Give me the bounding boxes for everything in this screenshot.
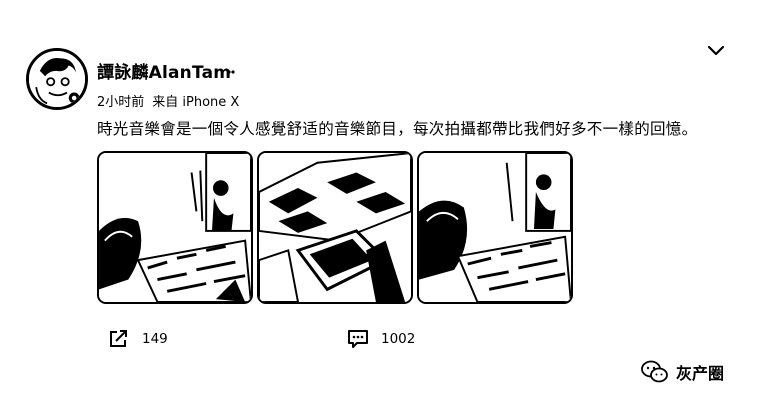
post-meta: 2小时前来自 iPhone X — [97, 91, 239, 110]
post-source[interactable]: 来自 iPhone X — [152, 95, 240, 110]
share-icon — [110, 330, 127, 347]
comment-button[interactable]: 1002 — [347, 327, 415, 351]
verified-icon — [227, 70, 235, 74]
share-button[interactable]: 149 — [108, 327, 168, 351]
author-name[interactable]: 譚詠麟AlanTam — [97, 63, 232, 83]
photo-1-image — [99, 153, 251, 302]
comment-count: 1002 — [381, 331, 416, 347]
watermark: 灰产圈 — [640, 359, 724, 385]
post-photo-3[interactable] — [417, 151, 573, 304]
photo-2-image — [259, 153, 411, 302]
post-photo-1[interactable] — [97, 151, 253, 304]
photo-3-image — [419, 153, 571, 302]
wechat-icon — [641, 360, 668, 383]
avatar[interactable] — [26, 48, 88, 110]
chevron-down-icon[interactable] — [707, 45, 725, 57]
post-time: 2小时前 — [97, 95, 145, 110]
share-count: 149 — [142, 331, 168, 347]
post-text: 時光音樂會是一個令人感覺舒适的音樂節目，每次拍攝都帶比我們好多不一樣的回憶。 — [97, 120, 698, 138]
comment-icon — [348, 330, 368, 348]
watermark-text: 灰产圈 — [676, 364, 725, 383]
avatar-image — [29, 51, 85, 107]
post-photo-2[interactable] — [257, 151, 413, 304]
